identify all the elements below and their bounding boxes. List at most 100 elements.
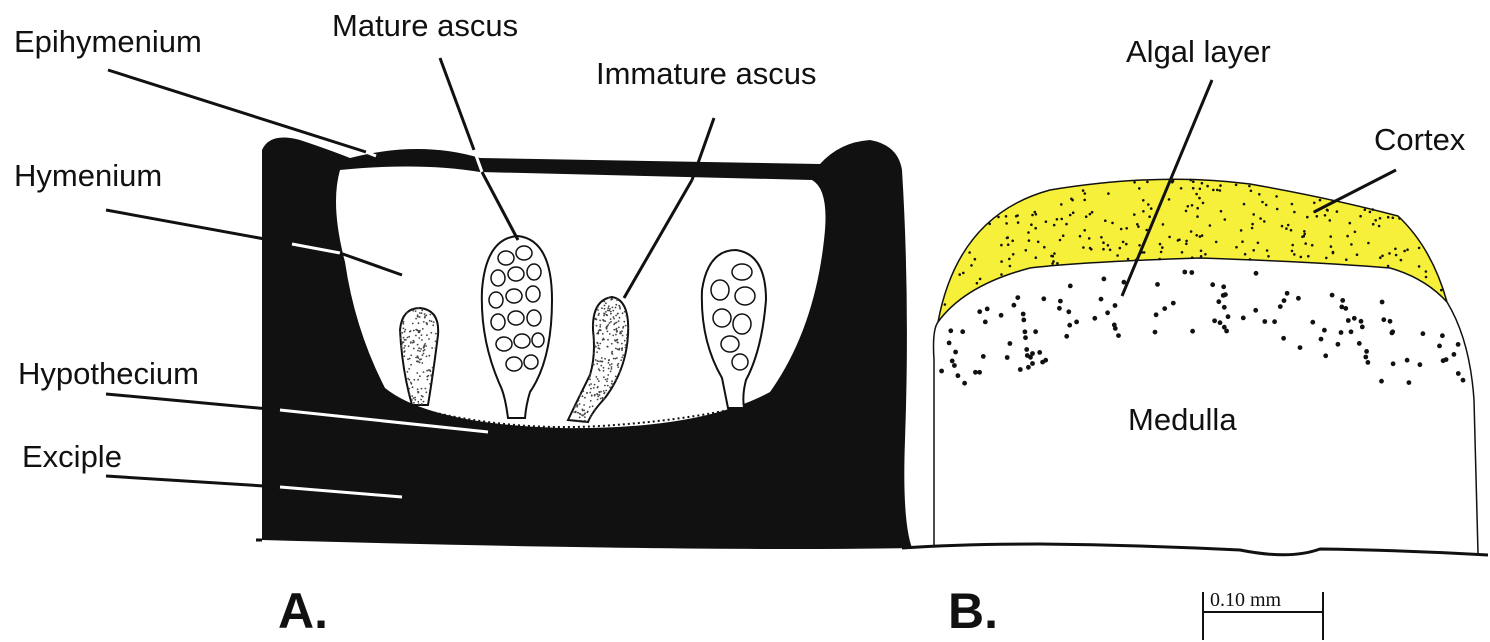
stipple-dot — [576, 406, 578, 408]
stipple-dot — [1276, 208, 1279, 211]
stipple-dot — [608, 297, 610, 299]
stipple-dot — [589, 378, 591, 380]
stipple-dot — [405, 329, 407, 331]
stipple-dot — [595, 359, 597, 361]
stipple-dot — [599, 394, 601, 396]
stipple-dot — [1421, 331, 1426, 336]
stipple-dot — [1143, 251, 1146, 254]
stipple-dot — [981, 354, 986, 359]
stipple-dot — [953, 350, 958, 355]
stipple-dot — [403, 351, 405, 353]
stipple-dot — [1027, 231, 1030, 234]
stipple-dot — [589, 384, 591, 386]
stipple-dot — [593, 340, 595, 342]
stipple-dot — [418, 357, 420, 359]
stipple-dot — [601, 307, 603, 309]
stipple-dot — [1171, 301, 1176, 306]
stipple-dot — [593, 324, 595, 326]
stipple-dot — [435, 341, 437, 343]
stipple-dot — [616, 357, 618, 359]
stipple-dot — [1016, 214, 1019, 217]
stipple-dot — [1381, 317, 1386, 322]
stipple-dot — [1052, 260, 1055, 263]
stipple-dot — [1219, 189, 1222, 192]
stipple-dot — [1199, 188, 1202, 191]
stipple-dot — [1185, 210, 1188, 213]
stipple-dot — [594, 384, 596, 386]
stipple-dot — [1209, 224, 1212, 227]
stipple-dot — [1107, 244, 1110, 247]
stipple-dot — [1136, 223, 1139, 226]
stipple-dot — [1313, 202, 1316, 205]
stipple-dot — [599, 392, 601, 394]
stipple-dot — [598, 380, 600, 382]
stipple-dot — [1056, 218, 1059, 221]
stipple-dot — [1380, 300, 1385, 305]
stipple-dot — [410, 364, 412, 366]
stipple-dot — [413, 330, 415, 332]
stipple-dot — [615, 379, 617, 381]
stipple-dot — [604, 385, 606, 387]
stipple-dot — [590, 373, 592, 375]
stipple-dot — [612, 307, 614, 309]
stipple-dot — [608, 368, 610, 370]
stipple-dot — [1220, 210, 1223, 213]
stipple-dot — [1265, 204, 1268, 207]
stipple-dot — [1405, 358, 1410, 363]
stipple-dot — [597, 309, 599, 311]
stipple-dot — [1456, 371, 1461, 376]
stipple-dot — [1282, 298, 1287, 303]
stipple-dot — [1425, 276, 1428, 279]
stipple-dot — [1185, 240, 1188, 243]
stipple-dot — [410, 341, 412, 343]
stipple-dot — [403, 341, 405, 343]
stipple-dot — [1202, 202, 1205, 205]
stipple-dot — [1461, 378, 1466, 383]
stipple-dot — [1303, 233, 1306, 236]
stipple-dot — [1138, 187, 1141, 190]
stipple-dot — [1030, 223, 1033, 226]
stipple-dot — [403, 323, 405, 325]
stipple-dot — [1062, 234, 1065, 237]
stipple-dot — [1349, 222, 1352, 225]
stipple-dot — [591, 394, 593, 396]
stipple-dot — [1352, 316, 1357, 321]
stipple-dot — [1037, 241, 1040, 244]
stipple-dot — [579, 394, 581, 396]
stipple-dot — [424, 343, 426, 345]
stipple-dot — [619, 317, 621, 319]
stipple-dot — [1060, 203, 1063, 206]
stipple-dot — [1005, 215, 1008, 218]
stipple-dot — [430, 374, 432, 376]
stipple-dot — [577, 412, 579, 414]
stipple-dot — [604, 392, 606, 394]
stipple-dot — [1418, 247, 1421, 250]
stipple-dot — [404, 331, 406, 333]
stipple-dot — [974, 258, 977, 261]
stipple-dot — [408, 368, 410, 370]
stipple-dot — [1089, 247, 1092, 250]
stipple-dot — [428, 355, 430, 357]
stipple-dot — [1122, 241, 1125, 244]
stipple-dot — [1043, 358, 1048, 363]
stipple-dot — [1154, 312, 1159, 317]
stipple-dot — [417, 316, 419, 318]
stipple-dot — [412, 340, 414, 342]
stipple-dot — [1212, 318, 1217, 323]
stipple-dot — [607, 339, 609, 341]
stipple-dot — [584, 397, 586, 399]
apothecium-section — [256, 138, 912, 549]
stipple-dot — [1079, 235, 1082, 238]
stipple-dot — [413, 379, 415, 381]
stipple-dot — [407, 378, 409, 380]
stipple-dot — [1085, 215, 1088, 218]
stipple-dot — [1008, 258, 1011, 261]
stipple-dot — [1082, 246, 1085, 249]
stipple-dot — [419, 316, 421, 318]
stipple-dot — [1440, 289, 1443, 292]
stipple-dot — [425, 345, 427, 347]
stipple-dot — [599, 324, 601, 326]
stipple-dot — [1133, 181, 1136, 184]
stipple-dot — [416, 329, 418, 331]
stipple-dot — [590, 400, 592, 402]
